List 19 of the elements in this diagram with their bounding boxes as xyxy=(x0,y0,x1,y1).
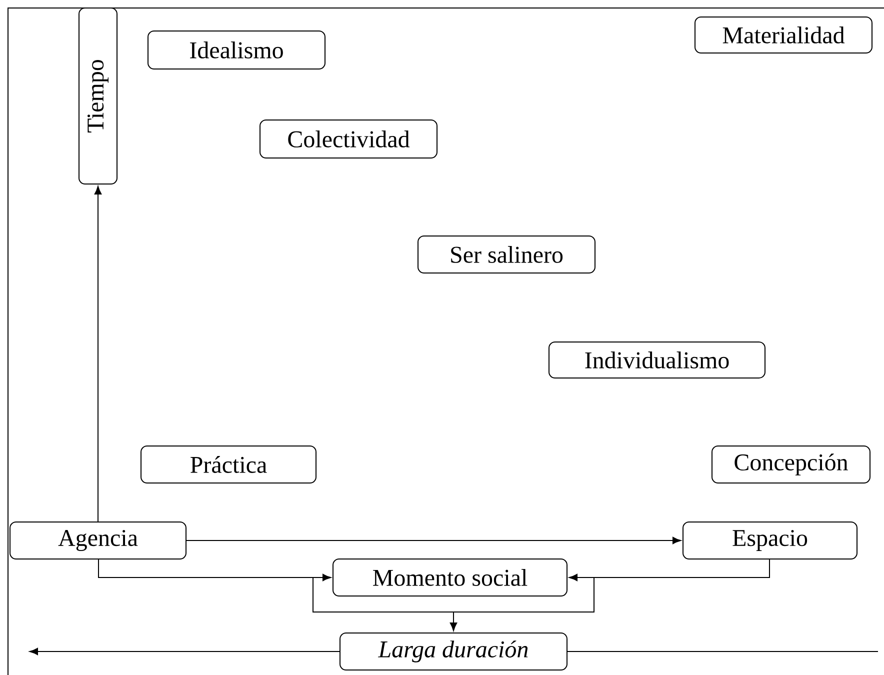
arrow xyxy=(94,186,102,522)
term-box: Espacio xyxy=(682,522,858,560)
arrow xyxy=(186,536,682,544)
term-box: Momento social xyxy=(332,558,568,596)
arrow xyxy=(568,559,770,582)
term-box: Ser salinero xyxy=(418,236,596,274)
arrow xyxy=(312,577,594,632)
term-box: Agencia xyxy=(10,522,186,560)
term-box: Individualismo xyxy=(548,342,766,378)
term-box: Materialidad xyxy=(694,16,872,54)
arrow xyxy=(98,559,332,582)
arrow xyxy=(29,648,340,656)
connector-line xyxy=(567,651,878,652)
term-box: Colectividad xyxy=(260,120,438,158)
term-box: Tiempo xyxy=(78,8,118,184)
term-box: Concepción xyxy=(712,446,870,484)
term-box: Práctica xyxy=(140,446,316,484)
term-box: Larga duración xyxy=(340,632,568,670)
term-box: Idealismo xyxy=(148,30,326,70)
